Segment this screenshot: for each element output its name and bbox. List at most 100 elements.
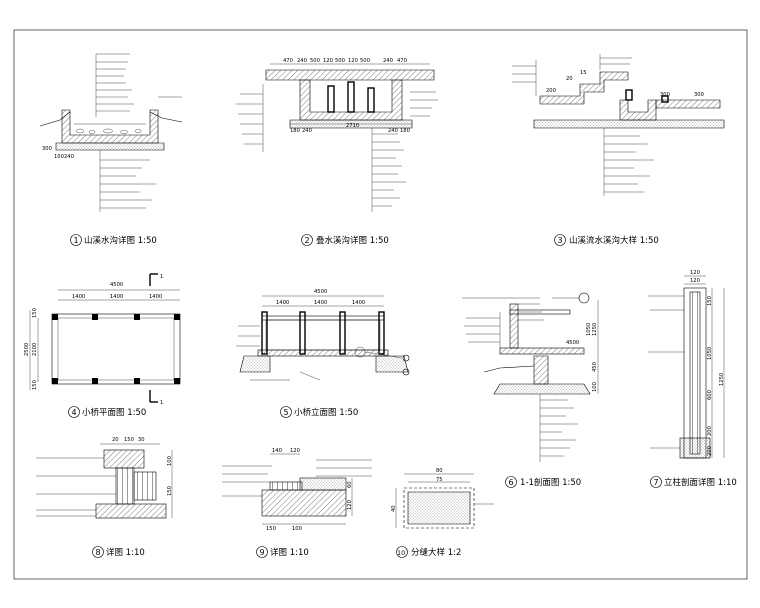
d10-number: 10 — [397, 549, 405, 557]
d10-dim-40: 40 — [391, 505, 397, 512]
d7-title: 立柱剖面详图 1:10 — [664, 477, 737, 488]
d9-dim-150: 150 — [266, 526, 276, 532]
d7-dim-1250: 1250 — [719, 373, 725, 386]
d8-number: 8 — [96, 548, 101, 557]
d5-abutment-right — [375, 355, 409, 373]
d6-dim-4500: 4500 — [566, 340, 579, 346]
d9-beam — [261, 489, 347, 517]
d8-dim-150b: 150 — [167, 486, 173, 496]
d1-dim-240: 240 — [64, 154, 74, 160]
d5-posts — [261, 311, 385, 355]
d4-dim-1400b: 1400 — [110, 294, 123, 300]
d8-right-dims: 100 150 — [167, 450, 173, 518]
d8-dim-30: 30 — [138, 437, 145, 443]
d1-dim-300: 300 — [42, 146, 52, 152]
d10-dim-75: 75 — [436, 477, 443, 483]
d6-post — [509, 303, 519, 349]
d8-rail — [95, 503, 167, 519]
d3-title: 山溪流水溪沟大样 1:50 — [569, 235, 659, 246]
d8-dim-20: 20 — [112, 437, 119, 443]
d9-dim-120b: 120 — [347, 500, 353, 510]
d9-right-dims: 60 120 — [347, 478, 353, 516]
d8-post-cap — [103, 449, 145, 469]
d9-dim-140: 140 — [272, 448, 282, 454]
d5-dim-1400c: 1400 — [352, 300, 365, 306]
d3-post-2 — [661, 95, 669, 103]
d2-dim-240d: 240 — [388, 128, 398, 134]
d1-dim-100: 100 — [54, 154, 64, 160]
d8-number-bubble — [92, 546, 104, 558]
d3-deck — [655, 99, 721, 109]
d7-column-footing — [679, 437, 711, 459]
d5-dim-1400a: 1400 — [276, 300, 289, 306]
d4-posts — [52, 314, 180, 384]
d2-dim-180b: 180 — [400, 128, 410, 134]
d1-pebbles — [75, 128, 142, 134]
d4-dim-1400c: 1400 — [149, 294, 162, 300]
d1-number: 1 — [74, 236, 79, 245]
d5-number: 5 — [284, 408, 289, 417]
d5-abutment-left — [239, 355, 271, 373]
d4-deck-outline — [51, 313, 181, 385]
d1-lower-notes — [99, 150, 156, 212]
d8-post — [115, 467, 135, 505]
d3-steps — [539, 71, 629, 105]
d1-leader-notes — [95, 53, 134, 117]
d3-dim-20: 20 — [566, 76, 573, 82]
d1-title: 山溪水沟详图 1:50 — [84, 235, 157, 246]
drawing-7: 120 120 150 1250 1050 600 200 200 7 立柱剖面… — [648, 270, 737, 488]
d4-deck-boards — [57, 317, 175, 381]
d8-leader-notes — [36, 457, 116, 517]
d10-joint-fill — [407, 491, 471, 525]
d6-rail — [509, 309, 571, 315]
d2-number: 2 — [305, 236, 310, 245]
d2-number-bubble — [301, 234, 313, 246]
d1-channel-wall — [61, 109, 159, 144]
d2-dim-500c: 500 — [360, 58, 370, 64]
d7-column-core — [689, 291, 701, 455]
d4-dim-2100: 2100 — [32, 343, 38, 356]
d6-number: 6 — [509, 478, 514, 487]
d4-dim-4500: 4500 — [110, 282, 123, 288]
d3-dim-300a: 300 — [660, 92, 670, 98]
d6-deck — [499, 347, 585, 355]
d2-top-dims: 470 240 500 120 500 120 500 240 470 — [270, 58, 430, 65]
d6-abutment — [533, 355, 549, 385]
d2-title: 叠水溪沟详图 1:50 — [316, 235, 389, 246]
d5-dim-1400b: 1400 — [314, 300, 327, 306]
d9-title: 详图 1:10 — [270, 547, 309, 558]
d2-dim-2710: 2710 — [346, 123, 359, 129]
d6-dim-1250: 1250 — [592, 323, 598, 336]
d10-joint-outline — [403, 487, 475, 529]
d2-dim-500a: 500 — [310, 58, 320, 64]
d2-dim-470b: 470 — [397, 58, 407, 64]
d10-dim-80: 80 — [436, 468, 443, 474]
d7-dim-1050: 1050 — [707, 347, 713, 360]
sheet-border — [13, 29, 748, 580]
d5-title: 小桥立面图 1:50 — [294, 407, 358, 418]
d5-railing-balusters — [265, 319, 381, 351]
d2-dim-180a: 180 — [290, 128, 300, 134]
d9-dim-120a: 120 — [290, 448, 300, 454]
d2-channel-walls — [299, 79, 403, 121]
d7-number: 7 — [654, 478, 659, 487]
drawing-9: 140 120 60 120 150 100 9 详图 1:10 — [222, 448, 372, 558]
d2-dim-240a: 240 — [297, 58, 307, 64]
d8-dim-150: 150 — [124, 437, 134, 443]
d5-dim-4500: 4500 — [314, 289, 327, 295]
d4-section-mark: 1 1 — [149, 273, 163, 406]
d2-dim-120a: 120 — [323, 58, 333, 64]
d6-leader-notes — [464, 303, 578, 462]
drawing-5: 4500 1400 1400 1400 5 小桥立面图 1:50 — [236, 289, 410, 418]
d7-leader-notes — [648, 295, 684, 449]
d4-number: 4 — [72, 408, 77, 417]
d9-dim-60: 60 — [347, 481, 353, 488]
d4-dim-150b: 150 — [32, 380, 38, 390]
d6-dim-1050: 1050 — [586, 323, 592, 336]
drawing-1: 300 100 240 1 山溪水沟详图 1:50 — [39, 53, 183, 246]
d2-deck — [265, 69, 435, 81]
d4-number-bubble — [68, 406, 80, 418]
d5-railing-top — [261, 315, 385, 321]
d9-deck-layer — [299, 477, 347, 491]
